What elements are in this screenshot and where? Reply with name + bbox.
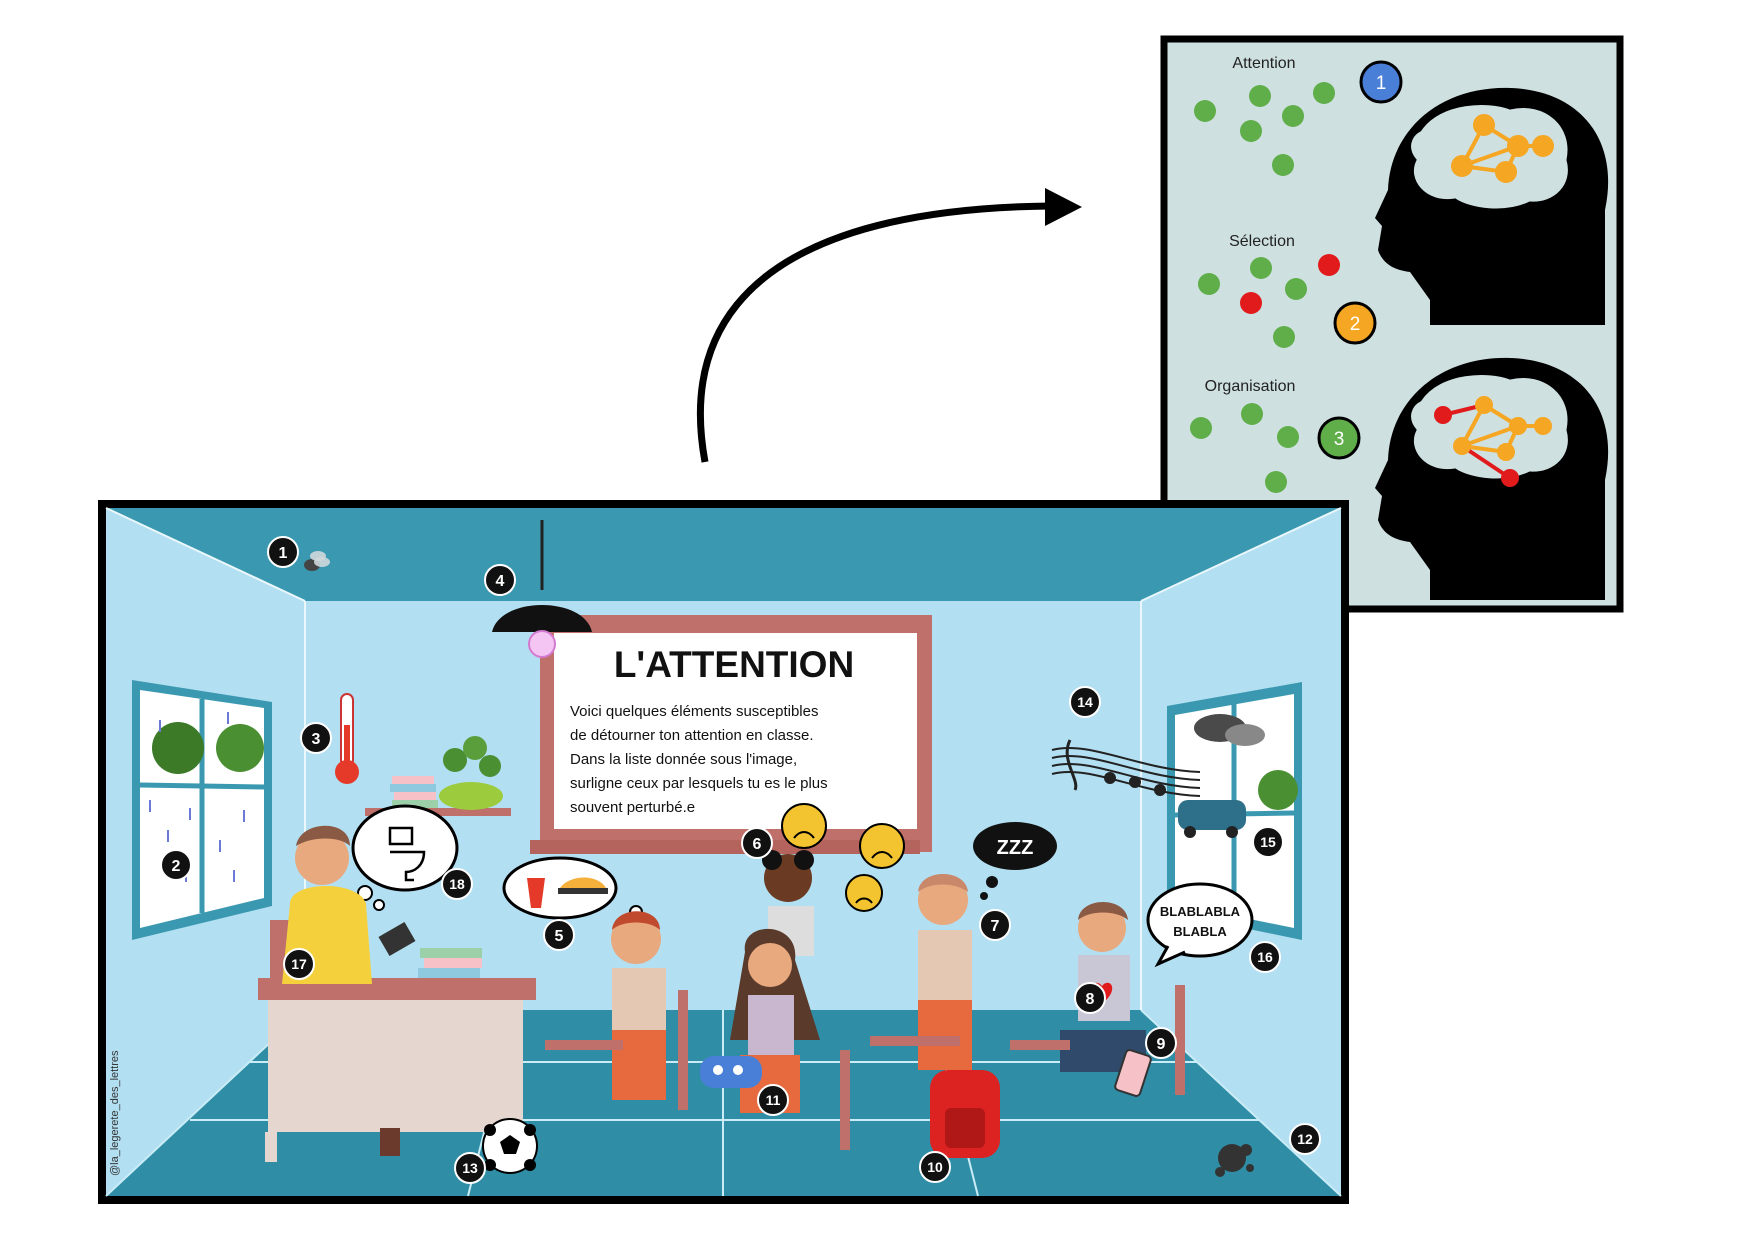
ceiling-lamp-icon — [492, 520, 592, 658]
marker-18: 18 — [441, 868, 473, 900]
marker-15: 15 — [1252, 826, 1284, 858]
music-notes-icon — [1051, 739, 1201, 797]
speech-line-2: BLABLA — [1173, 924, 1227, 939]
svg-text:2: 2 — [172, 858, 181, 875]
svg-text:11: 11 — [766, 1092, 781, 1108]
marker-2: 2 — [160, 849, 192, 881]
marker-17: 17 — [283, 948, 315, 980]
svg-text:5: 5 — [555, 928, 564, 945]
chairs — [678, 985, 1185, 1150]
curved-arrow — [696, 202, 1051, 463]
right-window-rain — [1167, 682, 1302, 940]
arrow-head — [1045, 188, 1082, 226]
marker-10: 10 — [919, 1151, 951, 1183]
stage-label-organisation: Organisation — [1205, 378, 1296, 395]
head-silhouette-bottom-icon — [1375, 357, 1609, 600]
brain-network-top — [1451, 114, 1554, 183]
marker-12: 12 — [1289, 1123, 1321, 1155]
svg-text:18: 18 — [449, 876, 465, 892]
speech-bubble: BLABLABLA BLABLA — [1146, 882, 1254, 968]
left-window-rain — [132, 680, 272, 940]
svg-text:3: 3 — [312, 731, 321, 748]
head-silhouette-top-icon — [1375, 87, 1609, 325]
stage-label-selection: Sélection — [1229, 233, 1295, 250]
fly-icon — [304, 551, 330, 571]
stage-badge-3: 3 — [1317, 416, 1361, 460]
backpack-icon — [930, 1070, 1000, 1158]
svg-text:10: 10 — [927, 1159, 943, 1175]
classroom-scene: L'ATTENTION Voici quelques éléments susc… — [98, 500, 1349, 1204]
svg-text:8: 8 — [1086, 991, 1095, 1008]
svg-text:17: 17 — [291, 956, 307, 972]
marker-8: 8 — [1074, 982, 1106, 1014]
board-line-3: Dans la liste donnée sous l'image, — [570, 751, 797, 768]
marker-4: 4 — [484, 564, 516, 596]
marker-7: 7 — [979, 909, 1011, 941]
stage-badge-2: 2 — [1333, 301, 1377, 345]
marker-13: 13 — [454, 1152, 486, 1184]
svg-text:15: 15 — [1260, 834, 1276, 850]
credit-text: @la_legerete_des_lettres — [109, 1050, 121, 1176]
stage-label-attention: Attention — [1232, 55, 1295, 72]
marker-1: 1 — [267, 536, 299, 568]
attention-dots — [1194, 82, 1335, 176]
board-title: L'ATTENTION — [614, 644, 854, 685]
ceiling — [106, 508, 1341, 601]
marker-6: 6 — [741, 827, 773, 859]
marker-14: 14 — [1069, 686, 1101, 718]
speech-line-1: BLABLABLA — [1160, 904, 1241, 919]
soccer-ball-icon — [482, 1118, 538, 1174]
marker-11: 11 — [757, 1084, 789, 1116]
svg-text:2: 2 — [1350, 314, 1361, 335]
thermometer-icon — [335, 693, 359, 784]
board-line-2: de détourner ton attention en classe. — [570, 727, 814, 744]
sleep-text: ZZZ — [997, 837, 1034, 859]
organisation-dots — [1190, 403, 1299, 493]
svg-text:7: 7 — [991, 918, 1000, 935]
marker-5: 5 — [543, 919, 575, 951]
student-1 — [545, 911, 666, 1100]
board: L'ATTENTION Voici quelques éléments susc… — [530, 615, 932, 854]
selection-dots — [1198, 254, 1340, 348]
marker-3: 3 — [300, 722, 332, 754]
svg-text:13: 13 — [462, 1160, 478, 1176]
sad-faces-icon — [781, 803, 905, 912]
number-markers: 1 2 3 4 5 6 7 8 9 10 11 12 13 14 15 16 1… — [160, 536, 1321, 1184]
board-line-1: Voici quelques éléments susceptibles — [570, 703, 818, 720]
thought-bubble-toilet-icon — [351, 804, 459, 911]
svg-text:14: 14 — [1077, 694, 1093, 710]
svg-text:4: 4 — [496, 573, 505, 590]
board-line-5: souvent perturbé.e — [570, 799, 695, 816]
student-4 — [870, 874, 972, 1070]
svg-text:9: 9 — [1157, 1036, 1166, 1053]
svg-text:3: 3 — [1334, 429, 1345, 450]
svg-text:12: 12 — [1297, 1131, 1313, 1147]
shelf-plant-books — [365, 736, 511, 816]
svg-text:1: 1 — [279, 545, 288, 562]
stage-badge-1: 1 — [1359, 60, 1403, 104]
sleep-bubble: ZZZ — [973, 822, 1057, 900]
phone-icon — [1114, 1049, 1152, 1097]
svg-text:16: 16 — [1257, 949, 1273, 965]
svg-text:1: 1 — [1376, 73, 1387, 94]
marker-16: 16 — [1249, 941, 1281, 973]
marker-9: 9 — [1145, 1027, 1177, 1059]
board-line-4: surligne ceux par lesquels tu es le plus — [570, 775, 828, 792]
brain-network-bottom — [1434, 396, 1552, 487]
svg-text:6: 6 — [753, 836, 762, 853]
pencil-case-icon — [700, 1056, 762, 1088]
ink-stain-icon — [1215, 1144, 1254, 1177]
